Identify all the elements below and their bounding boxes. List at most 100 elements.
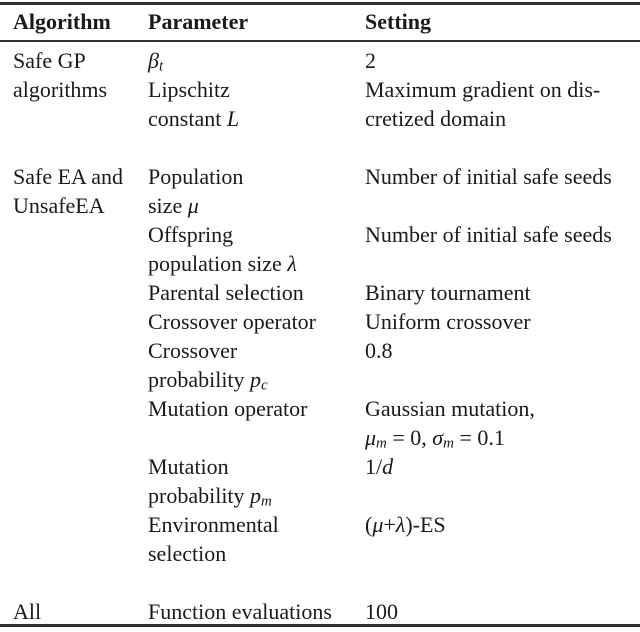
text-segment: m xyxy=(443,435,454,452)
text-segment: 0.8 xyxy=(365,338,393,363)
text-segment: = 0.1 xyxy=(453,425,505,450)
table-bottom-rule xyxy=(0,624,640,627)
cell-setting: μm = 0, σm = 0.1 xyxy=(365,423,640,452)
text-segment: Offspring xyxy=(148,222,234,247)
text-segment: )-ES xyxy=(405,512,446,537)
table-row: Environmental (μ+λ)-ES xyxy=(0,510,640,539)
cell-parameter: probability pm xyxy=(148,481,365,510)
text-segment: Crossover operator xyxy=(148,309,317,334)
column-header-algorithm: Algorithm xyxy=(13,9,111,34)
text-segment: μ xyxy=(372,512,384,537)
cell-setting: (μ+λ)-ES xyxy=(365,510,640,539)
text-segment: + xyxy=(383,512,396,537)
cell-algorithm: All xyxy=(13,597,148,626)
text-segment: Number of initial safe seeds xyxy=(365,164,612,189)
table-row: selection xyxy=(0,539,640,568)
text-segment: Safe GP xyxy=(13,48,86,73)
text-segment: p xyxy=(250,483,262,508)
table-header-rule xyxy=(0,40,640,42)
cell-parameter: Mutation operator xyxy=(148,394,365,423)
text-segment: t xyxy=(158,58,164,75)
text-segment: Environmental xyxy=(148,512,279,537)
text-segment: UnsafeEA xyxy=(13,193,105,218)
cell-algorithm: UnsafeEA xyxy=(13,191,148,220)
text-segment: Maximum gradient on dis- xyxy=(365,77,601,102)
cell-parameter xyxy=(148,133,365,162)
cell-algorithm xyxy=(13,394,148,423)
table-row: probability pm xyxy=(0,481,640,510)
table-row: Safe GP βt 2 xyxy=(0,46,640,75)
cell-setting: Uniform crossover xyxy=(365,307,640,336)
cell-setting xyxy=(365,539,640,568)
text-segment: constant xyxy=(148,106,227,131)
cell-setting: Number of initial safe seeds xyxy=(365,162,640,191)
text-segment: Binary tournament xyxy=(365,280,531,305)
text-segment: β xyxy=(148,48,159,73)
text-segment: μ xyxy=(365,425,377,450)
cell-parameter: Mutation xyxy=(148,452,365,481)
cell-setting xyxy=(365,191,640,220)
cell-setting: Gaussian mutation, xyxy=(365,394,640,423)
cell-setting xyxy=(365,365,640,394)
cell-setting: 0.8 xyxy=(365,336,640,365)
text-segment: probability xyxy=(148,483,251,508)
text-segment: Gaussian mutation, xyxy=(365,396,535,421)
cell-algorithm xyxy=(13,568,148,597)
cell-parameter: selection xyxy=(148,539,365,568)
cell-setting: Binary tournament xyxy=(365,278,640,307)
text-segment: λ xyxy=(395,512,406,537)
cell-parameter: Parental selection xyxy=(148,278,365,307)
cell-parameter: population size λ xyxy=(148,249,365,278)
cell-parameter: Population xyxy=(148,162,365,191)
cell-parameter xyxy=(148,423,365,452)
table-spacer-row xyxy=(0,568,640,597)
cell-parameter: constant L xyxy=(148,104,365,133)
table-row: probability pc xyxy=(0,365,640,394)
cell-algorithm xyxy=(13,423,148,452)
text-segment: All xyxy=(13,599,42,624)
text-segment: Uniform crossover xyxy=(365,309,531,334)
text-segment: cretized domain xyxy=(365,106,507,131)
cell-algorithm: Safe GP xyxy=(13,46,148,75)
text-segment: Population xyxy=(148,164,244,189)
cell-setting: Maximum gradient on dis- xyxy=(365,75,640,104)
text-segment: λ xyxy=(287,251,297,276)
cell-parameter: Crossover operator xyxy=(148,307,365,336)
text-segment: 2 xyxy=(365,48,376,73)
cell-algorithm xyxy=(13,278,148,307)
cell-algorithm xyxy=(13,539,148,568)
text-segment: Number of initial safe seeds xyxy=(365,222,612,247)
text-segment: population size xyxy=(148,251,288,276)
text-segment: σ xyxy=(432,425,444,450)
cell-algorithm xyxy=(13,365,148,394)
text-segment: c xyxy=(261,377,268,394)
text-segment: selection xyxy=(148,541,227,566)
cell-algorithm xyxy=(13,336,148,365)
text-segment: d xyxy=(382,454,394,479)
table-row: Parental selection Binary tournament xyxy=(0,278,640,307)
text-segment: p xyxy=(250,367,262,392)
table-spacer-row xyxy=(0,133,640,162)
cell-setting xyxy=(365,133,640,162)
text-segment: Parental selection xyxy=(148,280,304,305)
text-segment: = 0, xyxy=(386,425,433,450)
text-segment: Crossover xyxy=(148,338,238,363)
cell-algorithm xyxy=(13,220,148,249)
cell-setting: 2 xyxy=(365,46,640,75)
cell-algorithm: Safe EA and xyxy=(13,162,148,191)
cell-algorithm: algorithms xyxy=(13,75,148,104)
text-segment: L xyxy=(226,106,240,131)
table-row: Offspring Number of initial safe seeds xyxy=(0,220,640,249)
text-segment: m xyxy=(376,435,387,452)
cell-setting xyxy=(365,568,640,597)
text-segment: 100 xyxy=(365,599,398,624)
text-segment: μ xyxy=(187,193,199,218)
cell-parameter: Lipschitz xyxy=(148,75,365,104)
